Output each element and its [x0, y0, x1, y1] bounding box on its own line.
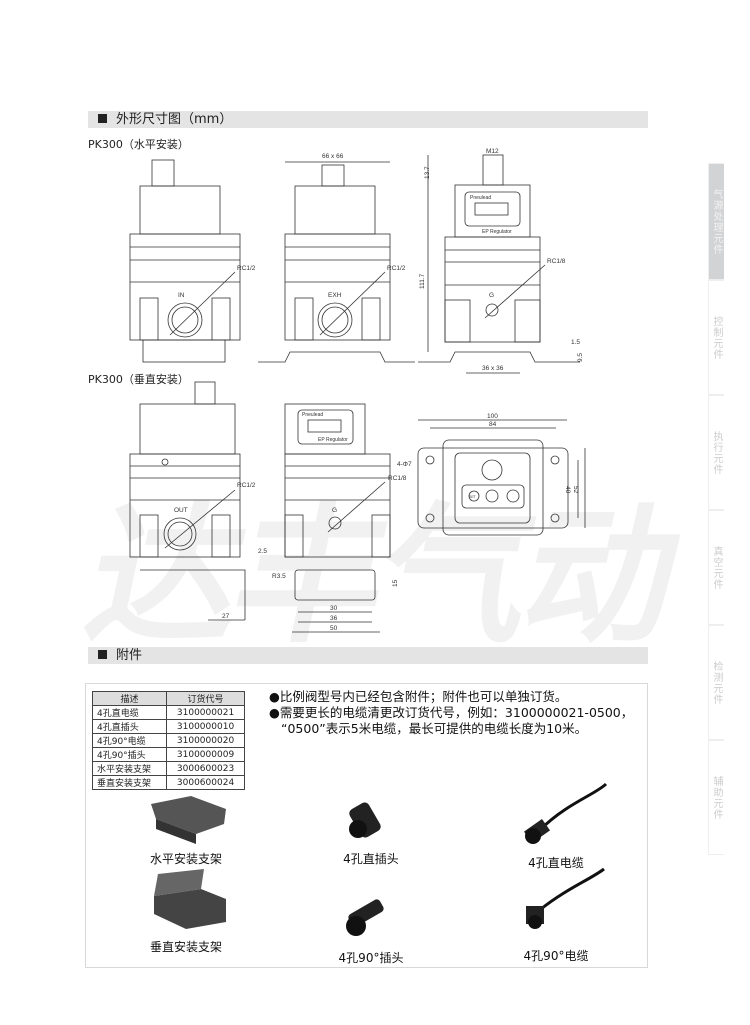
thread-label: RC1/2 [237, 482, 256, 489]
note: ●需要更长的电缆清更改订货代号，例如：3100000021-0500， [269, 705, 634, 720]
product-images [151, 782, 608, 936]
port-label: G [332, 507, 337, 514]
square-bullet-icon [98, 650, 107, 659]
angle-plug-image [346, 899, 384, 936]
dim-inner-height: 40 [564, 486, 571, 494]
brand-logo: Pneulead [470, 195, 491, 201]
brand-logo: Pneulead [302, 412, 323, 418]
cell: 4孔90°插头 [91, 747, 168, 762]
square-bullet-icon [98, 114, 107, 123]
dim-plate: 1.5 [571, 339, 580, 346]
tab-detection[interactable]: 检测元件 [708, 625, 724, 740]
section-title: 外形尺寸图（mm） [116, 112, 233, 127]
port-label: OUT [174, 507, 188, 514]
caption-angle-cable: 4孔90°电缆 [523, 949, 589, 963]
dim-connector: M12 [486, 148, 499, 155]
dim-depth: 27 [222, 613, 230, 620]
thread-label: RC1/8 [388, 475, 407, 482]
caption-straight-plug: 4孔直插头 [343, 852, 399, 866]
caption-horizontal-bracket: 水平安装支架 [149, 852, 222, 866]
dim-base: 36 x 36 [482, 365, 504, 372]
dim-w2: 36 [330, 615, 338, 622]
horizontal-bracket-image [151, 796, 226, 844]
vertical-bracket-image [154, 869, 226, 929]
section-header-accessories: 附件 [88, 647, 648, 664]
note: “0500”表示5米电缆，最长可提供的电缆长度为10米。 [281, 721, 588, 736]
tab-vacuum[interactable]: 真空元件 [708, 510, 724, 625]
dim-w3: 50 [330, 625, 338, 632]
dim-width: 66 x 66 [322, 153, 344, 160]
model-label: EP Regulator [318, 437, 348, 443]
drawing-front-out: OUT RC1/2 2.5 27 [129, 381, 267, 621]
drawing-side-g: M12 13.7 111.7 Pneulead EP Regulator G R… [418, 148, 584, 374]
tab-actuator[interactable]: 执行元件 [708, 395, 724, 510]
port-label: EXH [328, 292, 342, 299]
straight-cable-image [523, 782, 608, 844]
note: ●比例阀型号内已经包含附件；附件也可以单独订货。 [269, 689, 568, 704]
drawing-front-in: IN RC1/2 [129, 159, 256, 363]
dim-inner-width: 84 [489, 421, 497, 428]
set-button-label: SET [469, 495, 477, 499]
dim-h: 15 [392, 579, 399, 587]
dimension-drawings: IN RC1/2 66 x 66 EXH RC1/2 M12 13.7 111.… [129, 148, 586, 633]
accessory-notes: ●比例阀型号内已经包含附件；附件也可以单独订货。 ●需要更长的电缆清更改订货代号… [269, 689, 633, 737]
dim-w1: 30 [330, 605, 338, 612]
col-code: 订货代号 [166, 691, 245, 706]
straight-plug-image [349, 802, 381, 838]
caption-vertical-bracket: 垂直安装支架 [149, 940, 222, 954]
dim-height: 111.7 [419, 273, 426, 289]
caption-angle-plug: 4孔90°插头 [338, 951, 404, 965]
thread-label: RC1/8 [547, 258, 566, 265]
drawing-top-view: 100 84 4-Φ7 SET 40 52 [397, 413, 586, 536]
section-title: 附件 [116, 648, 143, 663]
dim-plate: 2.5 [258, 548, 267, 555]
section-header-dimensions: 外形尺寸图（mm） [88, 111, 648, 128]
drawing-side-exh: 66 x 66 EXH RC1/2 [258, 153, 415, 363]
dim-outer-width: 100 [487, 413, 498, 420]
tab-control[interactable]: 控制元件 [708, 280, 724, 395]
dim-outer-height: 52 [572, 486, 579, 494]
tab-auxiliary[interactable]: 辅助元件 [708, 740, 724, 855]
side-category-tabs: 气源处理元件 控制元件 执行元件 真空元件 检测元件 辅助元件 [708, 163, 750, 855]
cell: 垂直安装支架 [91, 775, 168, 790]
tab-air-treatment[interactable]: 气源处理元件 [708, 163, 724, 280]
thread-label: RC1/2 [387, 265, 406, 272]
dim-radius: R3.5 [272, 573, 286, 580]
port-label: IN [178, 292, 185, 299]
dim-holes: 4-Φ7 [397, 461, 412, 468]
thread-label: RC1/2 [237, 265, 256, 272]
subtitle-vertical: PK300（垂直安装） [88, 373, 189, 386]
model-label: EP Regulator [482, 229, 512, 235]
subtitle-horizontal: PK300（水平安装） [88, 138, 189, 151]
dim-top: 13.7 [424, 166, 431, 179]
caption-straight-cable: 4孔直电缆 [528, 856, 584, 870]
angle-cable-image [526, 867, 605, 929]
port-label: G [489, 292, 494, 299]
dim-base-h: 9.5 [577, 353, 584, 362]
cell: 3000600024 [166, 775, 245, 790]
drawing-side-vertical: Pneulead EP Regulator G RC1/8 R3.5 15 30… [272, 403, 407, 633]
